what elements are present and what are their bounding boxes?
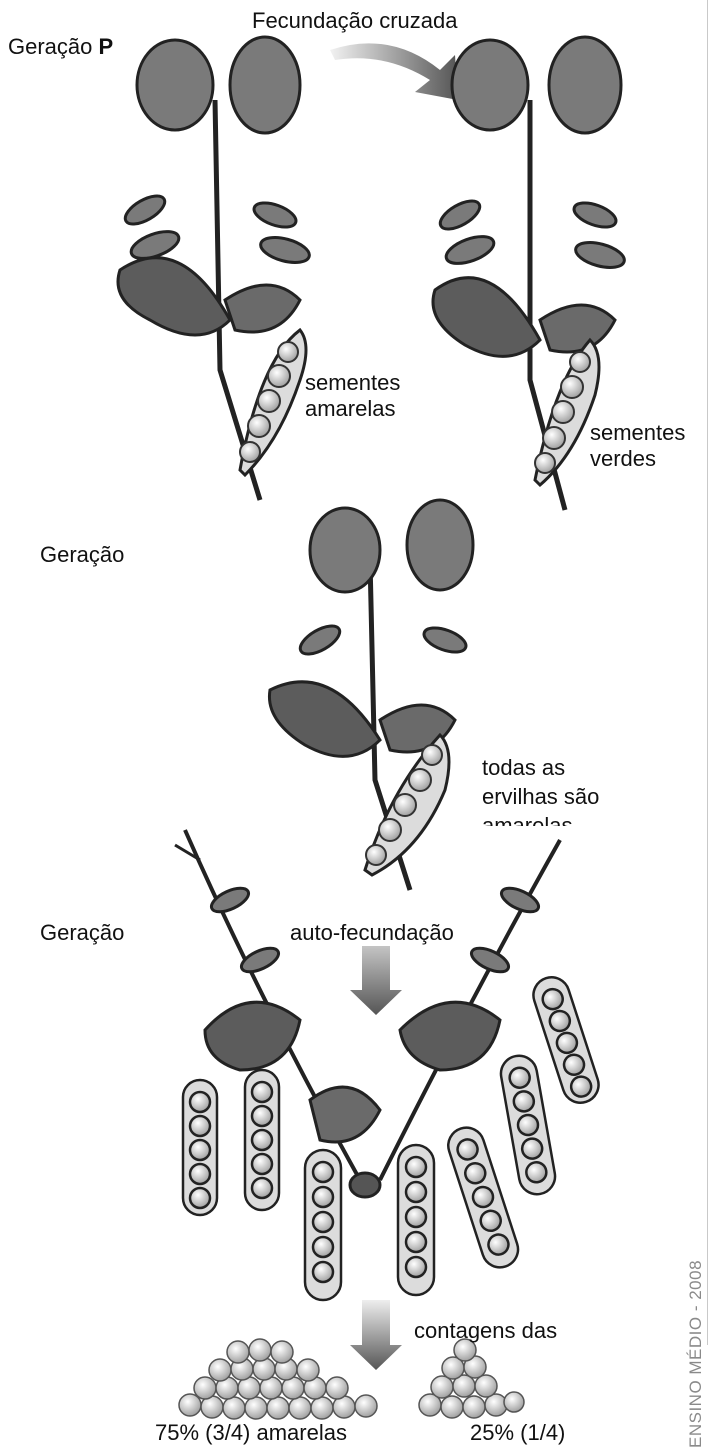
counts-label-line2: ... [456, 1344, 496, 1356]
result-yellow-label: 75% (3/4) amarelas [155, 1420, 347, 1446]
generation-p-prefix: Geração [8, 34, 99, 59]
generation-f1-label: Geração [40, 542, 124, 568]
generation-f2-label: Geração [40, 920, 124, 946]
count-arrow [350, 1300, 402, 1370]
result-green-label: 25% (1/4) [470, 1420, 565, 1446]
all-yellow-label-line2: ervilhas são [482, 784, 599, 810]
cross-fertilization-label: Fecundação cruzada [252, 8, 457, 34]
seeds-green-label-line2: verdes [590, 446, 656, 472]
seeds-green-label-line1: sementes [590, 420, 685, 446]
self-fertilization-label: auto-fecundação [288, 920, 456, 946]
cross-arrow [330, 43, 458, 100]
all-yellow-label-line3-clip: amarelas [482, 813, 632, 826]
f1-plant [269, 500, 473, 890]
f2-plant [175, 830, 560, 1197]
counts-label-line2-clip: ... [456, 1344, 496, 1356]
seeds-yellow-label-line1: sementes [305, 370, 400, 396]
all-yellow-label-line1: todas as [482, 755, 565, 781]
all-yellow-label-line3: amarelas [482, 813, 632, 826]
generation-p-letter: P [99, 34, 114, 59]
side-footer-text: ENSINO MÉDIO - 2008 [686, 1260, 706, 1448]
counts-label-line1: contagens das [414, 1318, 557, 1344]
seeds-yellow-label-line2: amarelas [305, 396, 395, 422]
side-divider-line [707, 0, 708, 1345]
generation-p-label: Geração P [8, 34, 113, 60]
parent-plant-yellow [118, 37, 312, 500]
yellow-pea-pile [179, 1339, 377, 1419]
